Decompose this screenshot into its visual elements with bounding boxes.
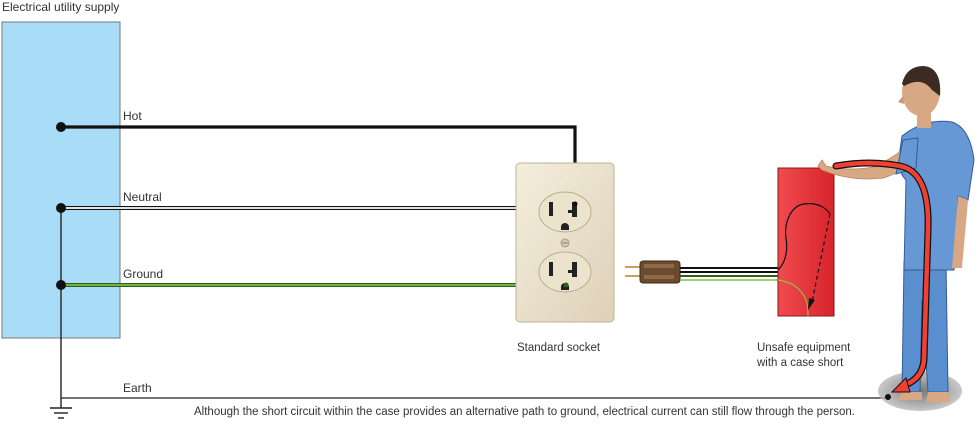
plug-icon: [625, 261, 778, 283]
standard-socket: [516, 163, 614, 322]
neutral-terminal: [56, 203, 66, 213]
earth-ground-symbol-icon: [50, 408, 72, 418]
equipment-label-line1: Unsafe equipment: [757, 342, 851, 354]
socket-label: Standard socket: [517, 342, 601, 354]
earth-contact-point: [885, 394, 891, 400]
neutral-label: Neutral: [123, 190, 162, 204]
supply-label: Electrical utility supply: [2, 0, 119, 14]
ground-socket-contact: [564, 283, 569, 288]
ground-terminal: [56, 280, 66, 290]
hot-label: Hot: [123, 109, 142, 123]
hot-terminal: [56, 122, 66, 132]
ground-label: Ground: [123, 267, 163, 281]
caption: Although the short circuit within the ca…: [194, 406, 855, 418]
earth-label: Earth: [123, 381, 152, 395]
hot-socket-contact: [573, 202, 578, 207]
earth-wire: [61, 208, 888, 408]
equipment-label-line2: with a case short: [756, 357, 844, 369]
unsafe-equipment-box: [778, 168, 834, 316]
